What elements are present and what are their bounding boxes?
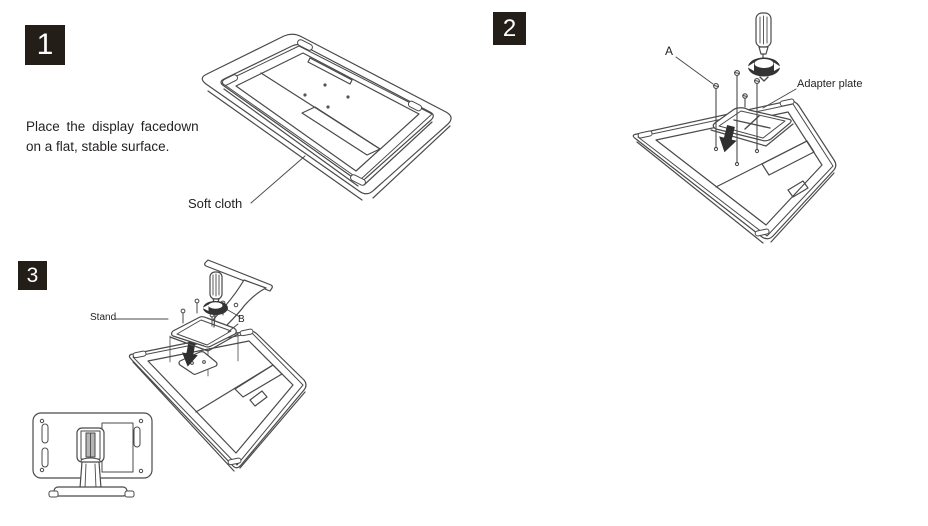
adapter-plate-leader-line [762, 88, 797, 109]
adapter-plate-label: Adapter plate [797, 78, 863, 90]
step-1-instruction: Place the display facedown on a flat, st… [26, 117, 216, 157]
down-arrow [719, 125, 737, 153]
screwdriver [747, 12, 781, 82]
stand-base [48, 486, 135, 498]
soft-cloth-label: Soft cloth [188, 196, 243, 211]
step-2-badge: 2 [493, 12, 526, 45]
rotation-arrow [747, 57, 781, 77]
bezel-tabs [637, 98, 795, 237]
screwdriver [202, 271, 228, 328]
step-1-badge: 1 [25, 25, 65, 65]
assembled-display-rear-view [32, 412, 153, 498]
screw-a-label: A [665, 44, 674, 58]
vesa-holes [303, 83, 350, 109]
stand-label: Stand [90, 312, 117, 323]
soft-cloth-leader-line [250, 155, 306, 204]
rotation-arrow [202, 301, 228, 315]
screws-a [712, 70, 761, 164]
bezel-tabs [132, 328, 254, 466]
screw-b-leader-line [227, 323, 239, 333]
step-3-badge: 3 [18, 261, 47, 290]
screw-a-leader-line [675, 56, 714, 85]
display-back-step1 [220, 39, 434, 187]
bezel-tabs [222, 39, 423, 186]
step-1-instruction-line-2: on a flat, stable surface. [26, 139, 170, 154]
stand [169, 259, 273, 352]
stand-column [76, 427, 105, 489]
step-1-instruction-line-1: Place the display facedown [26, 119, 199, 134]
down-arrow [182, 341, 198, 367]
display-back-step3 [128, 328, 307, 472]
screw-b-label: B [238, 314, 245, 325]
